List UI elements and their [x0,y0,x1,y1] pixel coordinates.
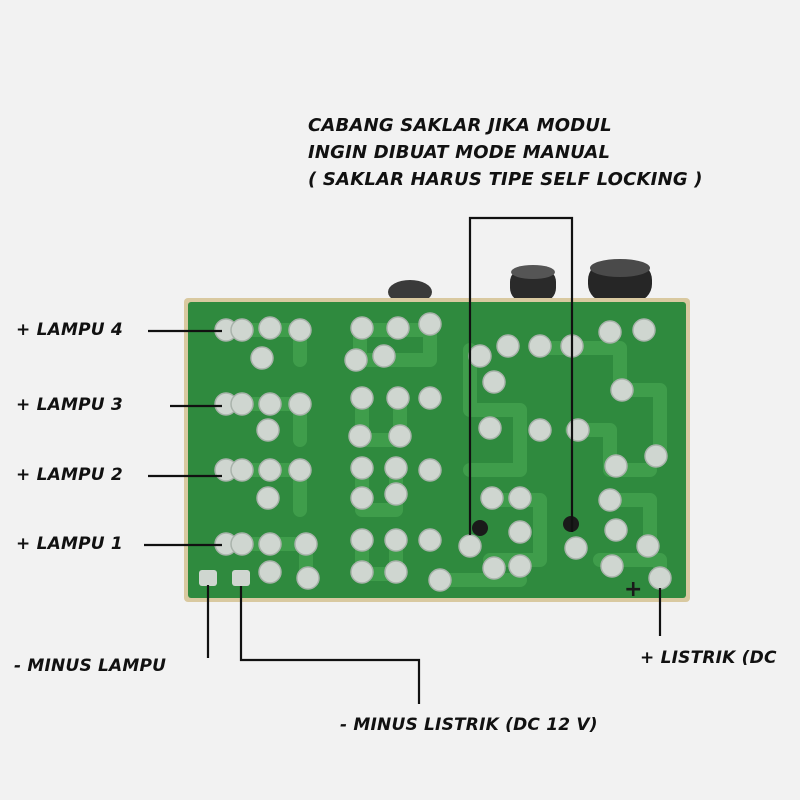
note-line-2: INGIN DIBUAT MODE MANUAL [308,142,611,163]
solder-pad [384,456,408,480]
component-capacitor-top [590,259,650,277]
solder-pad [372,344,396,368]
solder-pad [496,334,520,358]
solder-pad [230,458,254,482]
solder-pad [482,370,506,394]
solder-pad [294,532,318,556]
solder-pad [350,456,374,480]
solder-pad [348,424,372,448]
solder-pad [288,458,312,482]
solder-pad [256,418,280,442]
solder-pad [258,316,282,340]
switch-branch-note: CABANG SAKLAR JIKA MODUL INGIN DIBUAT MO… [308,112,703,193]
solder-pad [648,566,672,590]
solder-pad [350,528,374,552]
switch-point-left [472,520,488,536]
solder-pad [636,534,660,558]
solder-pad [350,560,374,584]
solder-pad [482,556,506,580]
solder-pad [388,424,412,448]
solder-pad [428,568,452,592]
solder-pad [384,482,408,506]
solder-pad [528,334,552,358]
component-transistor-top [511,265,555,279]
trace [603,493,657,552]
solder-pad [230,532,254,556]
solder-pad [250,346,274,370]
solder-pad [564,536,588,560]
solder-pad [350,316,374,340]
solder-pad [230,392,254,416]
solder-pad [418,312,442,336]
solder-pad [468,344,492,368]
solder-pad [478,416,502,440]
terminal-pad [232,570,250,586]
solder-pad [644,444,668,468]
solder-pad [604,518,628,542]
solder-pad [384,560,408,584]
annotation-lines [144,216,662,704]
solder-pad [256,486,280,510]
solder-pad [350,386,374,410]
solder-pad [418,528,442,552]
solder-pad [632,318,656,342]
solder-pad [418,458,442,482]
solder-pad [344,348,368,372]
solder-pad [598,320,622,344]
solder-pad [600,554,624,578]
solder-pad [508,486,532,510]
label-minus-lampu: - MINUS LAMPU [14,656,167,676]
solder-pad [296,566,320,590]
solder-pad [508,554,532,578]
solder-pad [418,386,442,410]
note-line-1: CABANG SAKLAR JIKA MODUL [308,115,612,136]
solder-pad [384,528,408,552]
solder-pad [458,534,482,558]
solder-pad [528,418,552,442]
label-lampu2: + LAMPU 2 [16,465,123,485]
solder-pad [230,318,254,342]
solder-pad [258,560,282,584]
solder-pad [288,392,312,416]
label-lampu1: + LAMPU 1 [16,534,123,554]
solder-pad [480,486,504,510]
solder-pad [386,386,410,410]
trace [355,393,407,447]
label-listrik: + LISTRIK (DC [640,648,777,668]
trace [355,533,403,581]
trace [565,423,657,477]
solder-pad [258,458,282,482]
components-top [388,259,652,304]
solder-pad [350,486,374,510]
solder-pad [598,488,622,512]
pcb-board [188,302,686,598]
note-line-3: ( SAKLAR HARUS TIPE SELF LOCKING ) [308,169,703,190]
solder-pad [604,454,628,478]
label-lampu4: + LAMPU 4 [16,320,123,340]
label-lampu3: + LAMPU 3 [16,395,123,415]
solder-pad [258,392,282,416]
solder-pad [610,378,634,402]
board-plus-mark: + [624,577,642,602]
leader-minus-listrik [239,586,421,704]
switch-branch-line [468,216,574,535]
solder-pad [288,318,312,342]
solder-pads [199,312,672,592]
solder-pad [258,532,282,556]
solder-pad [386,316,410,340]
terminal-pad [199,570,217,586]
solder-pad [508,520,532,544]
label-minus-listrik: - MINUS LISTRIK (DC 12 V) [340,715,598,735]
solder-pad [566,418,590,442]
